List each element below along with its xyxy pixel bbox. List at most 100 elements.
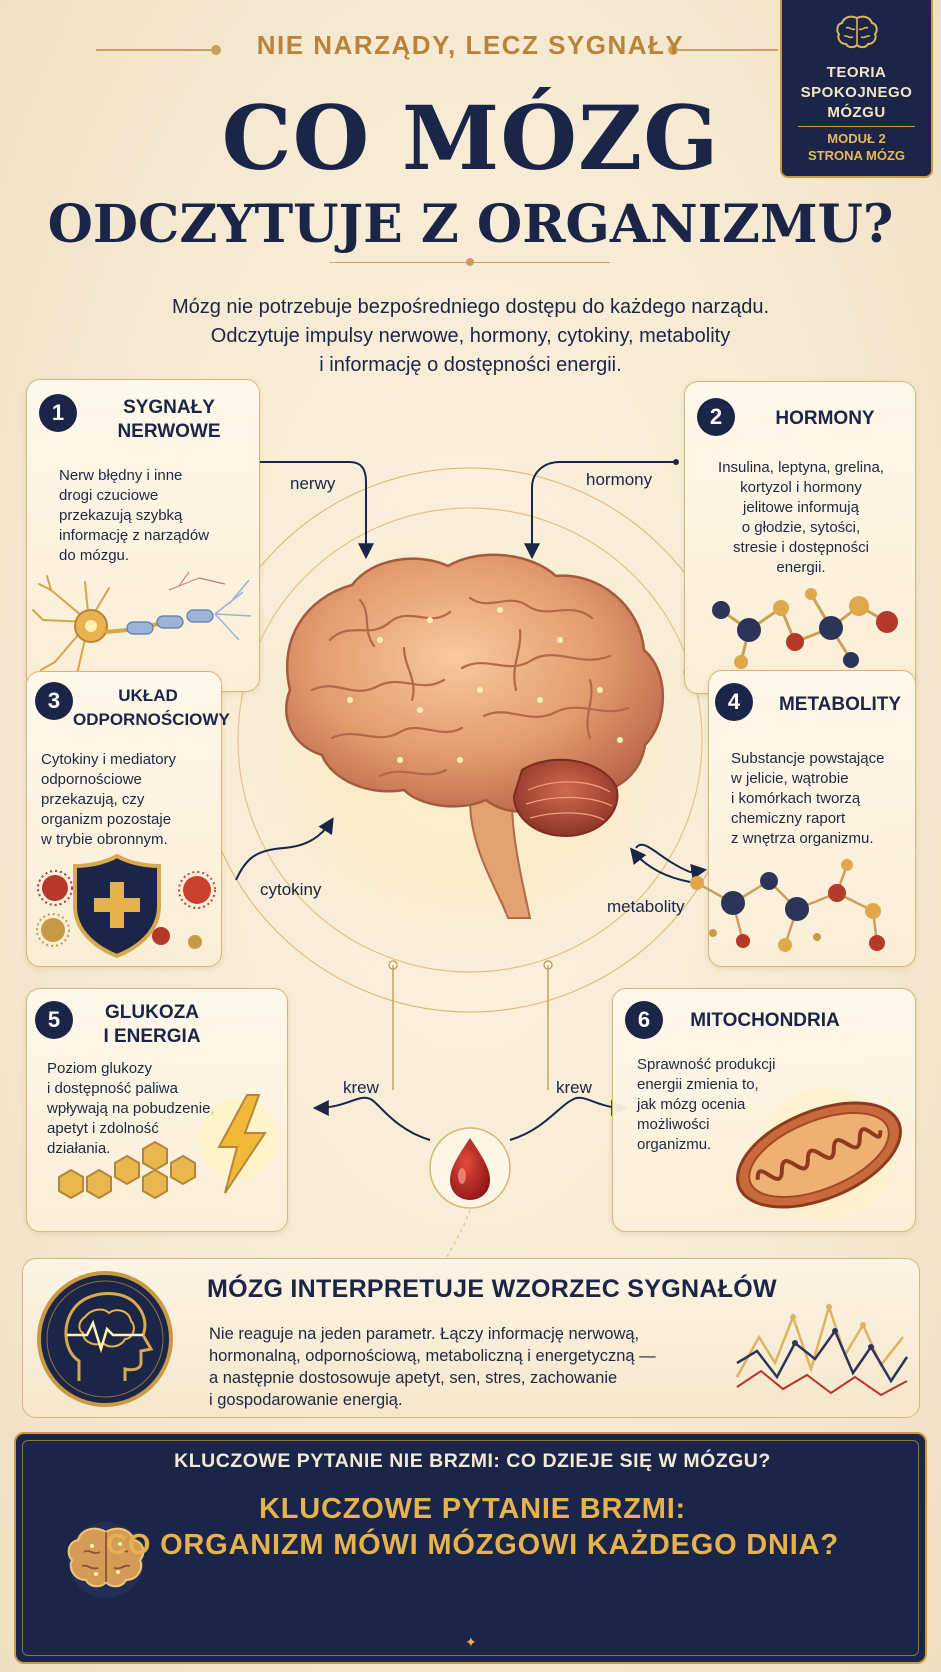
kicker-line-left [96,49,211,51]
molecule-network-icon [690,859,885,952]
flow-label-blood-right: krew [556,1078,592,1097]
module-badge: TEORIA SPOKOJNEGO MÓZGU MODUŁ 2 STRONA M… [780,0,933,178]
arrow-blood-left [312,1096,431,1141]
arrow-metabolites-back [629,847,691,883]
intro-line: Odczytuje impulsy nerwowe, hormony, cyto… [210,325,731,347]
blood-drop-highlight [458,1168,466,1184]
card-metabolites: 4 METABOLITY Substancje powstające w jel… [690,670,916,967]
card-text-line: organizmu. [637,1136,712,1153]
brain-icon [835,15,878,49]
badge-line3: MÓZGU [827,104,886,121]
intro-text: Mózg nie potrzebuje bezpośredniego dostę… [90,293,851,380]
card-text-line: chemiczny raport [731,810,846,827]
kicker-dot-right [668,45,678,55]
card-text-line: odpornościowe [41,771,142,788]
intro-line: Mózg nie potrzebuje bezpośredniego dostę… [171,296,770,318]
card-text-line: energii zmienia to, [637,1076,759,1093]
card-text-line: wpływają na pobudzenie, [47,1100,215,1117]
card-text: Poziom glukozy i dostępność paliwa wpływ… [47,1059,277,1159]
orbit-ring-inner [237,507,703,973]
card-text-line: i dostępność paliwa [47,1080,178,1097]
brain-gyri [310,596,630,778]
card-hormones: 2 HORMONY Insulina, leptyna, grelina, ko… [684,381,916,694]
panel-text-line: a następnie dostosowuje apetyt, sen, str… [209,1369,618,1387]
title-divider-dot [466,258,474,266]
badge-line2: SPOKOJNEGO [800,84,913,101]
badge-page: STRONA MÓZG [807,148,905,163]
lightning-icon [58,1094,279,1200]
page-subtitle: ODCZYTUJE Z ORGANIZMU? [47,194,894,255]
card-text-line: Sprawność produkcji [637,1056,776,1073]
cerebellum-folds [525,781,613,821]
card-text-line: jelitowe informują [743,499,859,516]
card-text: Insulina, leptyna, grelina, kortyzol i h… [693,458,909,578]
card-number: 3 [35,682,73,720]
arrow-cytokines [235,817,334,881]
card-number: 4 [715,683,753,721]
arrow-metabolites [635,843,708,880]
card-text-line: kortyzol i hormony [740,479,862,496]
banner-line1: KLUCZOWE PYTANIE NIE BRZMI: CO DZIEJE SI… [174,1450,771,1472]
badge-divider [798,126,915,127]
signal-wave-icon [735,1302,909,1397]
flow-label-nerves: nerwy [290,474,336,493]
card-title-line: MITOCHONDRIA [690,1010,840,1031]
card-title: SYGNAŁY NERWOWE [89,396,249,444]
card-title-line: GLUKOZA [105,1002,199,1023]
kicker: NIE NARZĄDY, LECZ SYGNAŁY [256,30,685,60]
shield-icon [36,853,216,959]
banner-line3: CO ORGANIZM MÓWI MÓZGOWI KAŻDEGO DNIA? [106,1529,839,1561]
panel-text: Nie reaguje na jeden parametr. Łączy inf… [209,1323,709,1411]
arrow-nerves [258,461,374,560]
card-text-line: jak mózg ocenia [637,1096,746,1113]
card-text: Sprawność produkcji energii zmienia to, … [637,1055,837,1155]
key-question-banner: KLUCZOWE PYTANIE NIE BRZMI: CO DZIEJE SI… [14,1432,927,1664]
card-title: METABOLITY [765,693,915,717]
brain-icon-main [285,553,665,813]
card-title: UKŁAD ODPORNOŚCIOWY [73,684,230,732]
card-text-line: w jelicie, wątrobie [731,770,849,787]
badge-module: MODUŁ 2 [827,131,886,146]
card-text-line: informację z narządów [59,527,210,544]
card-text-line: Substancje powstające [731,750,885,767]
page-title: CO MÓZG [221,86,720,190]
arrow-blood-right [509,1096,628,1141]
blood-drop-icon [450,1138,490,1200]
panel-text-line: Nie reaguje na jeden parametr. Łączy inf… [209,1325,640,1343]
card-title-line: HORMONY [775,408,875,429]
panel-text-line: i gospodarowanie energią. [209,1391,403,1409]
card-title-line: UKŁAD [118,686,178,705]
card-text-line: możliwości [637,1116,710,1133]
neural-sparkles [347,607,623,763]
card-text-line: energii. [776,559,826,576]
head-brain-icon [37,1271,173,1407]
arrow-hormones [524,461,676,560]
panel-text-line: hormonalną, odpornościową, metaboliczną … [209,1347,656,1365]
card-text: Substancje powstające w jelicie, wątrobi… [731,749,915,849]
card-text-line: Cytokiny i mediatory [41,751,177,768]
banner-line2: KLUCZOWE PYTANIE BRZMI: [258,1493,687,1525]
molecule-icon [712,588,898,669]
card-number: 2 [697,398,735,436]
card-number: 1 [39,394,77,432]
card-glucose-energy: 5 GLUKOZA I ENERGIA Poziom glukozy i dos… [26,988,288,1232]
card-title-line: I ENERGIA [103,1026,201,1047]
card-text-line: w trybie obronnym. [41,831,168,848]
card-title: MITOCHONDRIA [675,1009,855,1033]
card-text-line: Nerw błędny i inne [59,467,183,484]
card-text-line: Poziom glukozy [47,1060,153,1077]
neuron-icon [32,571,252,675]
card-text-line: do mózgu. [59,547,130,564]
kicker-dot-left [211,45,221,55]
banner-inner-frame [22,1440,919,1656]
card-text-line: przekazują, czy [41,791,145,808]
card-text-line: przekazują szybką [59,507,183,524]
card-title-line: SYGNAŁY [123,397,215,418]
card-text-line: Insulina, leptyna, grelina, [718,459,884,476]
brain-icon [67,1522,145,1598]
arrow-hormones-start [673,459,679,465]
card-immune-system: 3 UKŁAD ODPORNOŚCIOWY Cytokiny i mediato… [26,671,230,967]
card-title-line: METABOLITY [778,694,902,715]
card-text: Nerw błędny i inne drogi czuciowe przeka… [59,466,255,566]
